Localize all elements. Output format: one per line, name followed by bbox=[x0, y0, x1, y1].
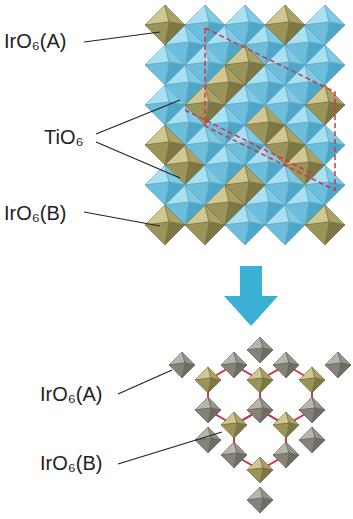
structure-label: IrO₆(B) bbox=[40, 452, 103, 474]
honeycomb-octahedra bbox=[169, 337, 351, 513]
structure-label: IrO₆(B) bbox=[4, 202, 67, 224]
unit-cell-outline bbox=[185, 28, 335, 190]
honeycomb-lines bbox=[208, 365, 312, 470]
leader-lines bbox=[84, 32, 180, 226]
leader-lines bbox=[118, 370, 222, 464]
structure-label: IrO₆(A) bbox=[40, 383, 103, 405]
octahedra-block bbox=[145, 5, 345, 245]
structure-label: TiO₆ bbox=[44, 126, 84, 148]
structure-label: IrO₆(A) bbox=[4, 30, 67, 52]
transform-arrow bbox=[224, 266, 278, 326]
